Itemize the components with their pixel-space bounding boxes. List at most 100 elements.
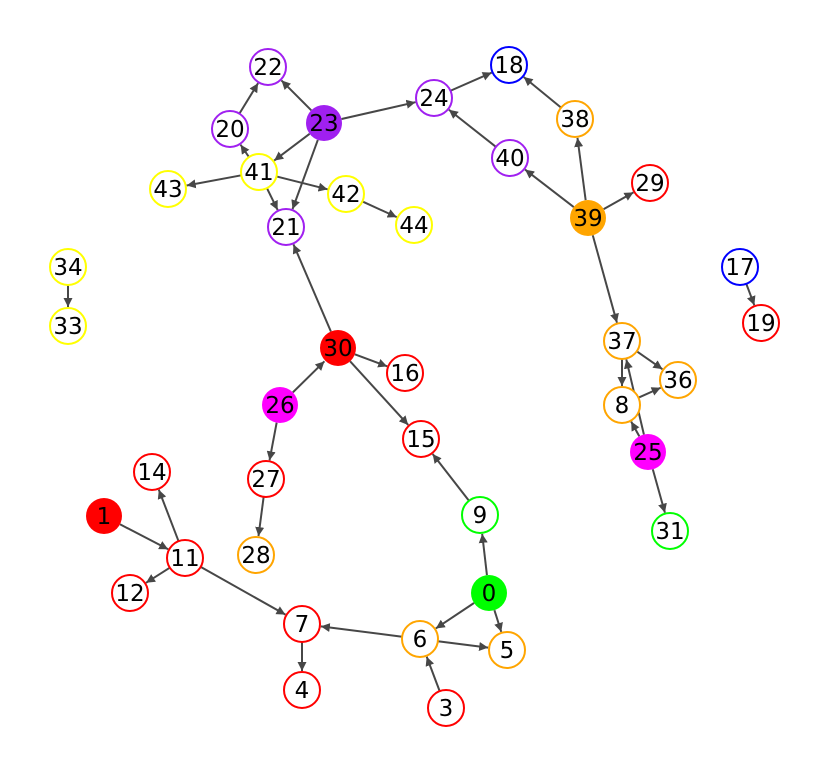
node-label-33: 33 [53,314,82,340]
node-label-8: 8 [615,393,630,419]
node-circle-7 [283,605,321,643]
node-circle-36 [659,361,697,399]
node-24: 24 [415,79,453,117]
node-label-1: 1 [97,504,112,530]
edge-24-to-18 [450,71,493,92]
edge-8-to-36 [638,386,662,399]
node-label-43: 43 [153,177,182,203]
node-circle-40 [491,139,529,177]
node-label-40: 40 [495,146,524,172]
node-19: 19 [742,304,780,342]
node-label-28: 28 [241,543,270,569]
node-33: 33 [49,307,87,345]
edge-41-to-21 [266,187,279,211]
node-circle-31 [651,512,689,550]
edge-23-to-41 [273,133,311,162]
edge-42-to-44 [361,200,398,219]
node-label-22: 22 [253,55,282,81]
node-label-23: 23 [309,111,338,137]
node-label-5: 5 [500,638,515,664]
node-18: 18 [490,46,528,84]
node-circle-16 [386,354,424,392]
node-label-21: 21 [271,215,300,241]
node-4: 4 [283,671,321,709]
node-label-3: 3 [439,696,454,722]
edge-39-to-38 [574,137,587,201]
node-circle-37 [603,322,641,360]
node-label-44: 44 [399,213,428,239]
node-label-30: 30 [323,336,352,362]
node-label-34: 34 [53,255,82,281]
node-label-36: 36 [663,368,692,394]
node-circle-38 [556,100,594,138]
edge-23-to-21 [291,139,319,210]
node-1: 1 [86,498,122,534]
node-circle-0 [471,575,507,611]
edge-30-to-16 [354,353,388,368]
node-17: 17 [721,248,759,286]
node-circle-27 [247,460,285,498]
node-circle-24 [415,79,453,117]
node-21: 21 [267,208,305,246]
node-circle-1 [86,498,122,534]
node-label-41: 41 [244,160,273,186]
node-circle-11 [166,539,204,577]
edges-layer [63,71,756,692]
edge-26-to-27 [266,422,278,461]
node-label-0: 0 [482,581,497,607]
node-label-19: 19 [746,311,775,337]
edge-30-to-21 [292,244,332,332]
edge-0-to-6 [435,602,475,630]
node-label-24: 24 [419,86,448,112]
node-43: 43 [149,170,187,208]
edge-11-to-12 [145,566,171,584]
node-circle-29 [631,164,669,202]
node-circle-4 [283,671,321,709]
edge-30-to-15 [349,360,409,426]
node-label-9: 9 [473,503,488,529]
node-label-11: 11 [170,546,199,572]
node-label-37: 37 [607,329,636,355]
node-40: 40 [491,139,529,177]
node-label-15: 15 [406,427,435,453]
edge-37-to-36 [636,350,663,370]
nodes-layer: 0134567891112141516171819202122232425262… [49,46,780,727]
edge-41-to-20 [239,144,250,158]
node-circle-39 [570,200,606,236]
node-circle-8 [603,386,641,424]
node-44: 44 [395,206,433,244]
node-38: 38 [556,100,594,138]
edge-23-to-22 [280,79,312,111]
node-14: 14 [133,453,171,491]
node-15: 15 [402,420,440,458]
node-label-27: 27 [251,467,280,493]
edge-3-to-6 [425,656,441,692]
node-circle-15 [402,420,440,458]
node-circle-5 [488,631,526,669]
node-label-20: 20 [215,117,244,143]
node-39: 39 [570,200,606,236]
edge-39-to-40 [524,168,575,208]
edge-0-to-5 [493,609,503,633]
node-label-42: 42 [331,182,360,208]
node-5: 5 [488,631,526,669]
node-circle-17 [721,248,759,286]
node-circle-33 [49,307,87,345]
node-0: 0 [471,575,507,611]
node-8: 8 [603,386,641,424]
node-label-4: 4 [295,678,310,704]
edge-9-to-15 [431,453,470,502]
node-16: 16 [386,354,424,392]
edge-41-to-42 [276,175,328,192]
node-circle-18 [490,46,528,84]
edge-11-to-7 [200,565,286,616]
node-label-39: 39 [573,206,602,232]
node-circle-44 [395,206,433,244]
node-circle-21 [267,208,305,246]
edge-11-to-14 [157,489,180,542]
node-circle-20 [211,110,249,148]
node-circle-22 [249,48,287,86]
node-circle-41 [240,153,278,191]
node-20: 20 [211,110,249,148]
node-circle-14 [133,453,171,491]
